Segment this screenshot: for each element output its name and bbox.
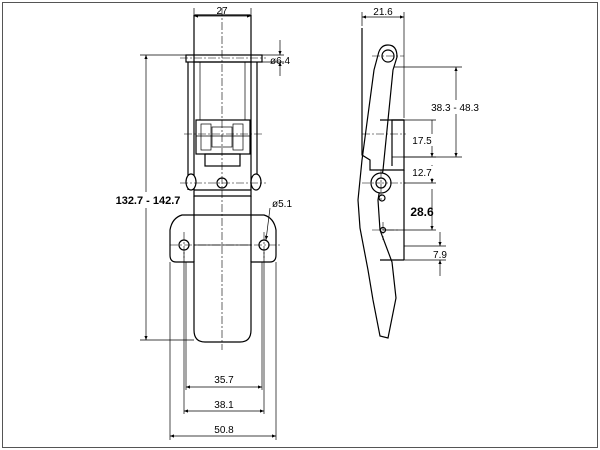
side-base-block <box>361 28 405 171</box>
dim-c: 28.6 <box>410 205 434 219</box>
dim-b: 12.7 <box>412 168 432 179</box>
side-dimensions: 21.6 38.3 - 48.3 17.5 12.7 28.6 7.9 <box>361 7 486 276</box>
dim-hole-top: ø6.4 <box>270 56 290 67</box>
front-rivet-left <box>185 173 197 191</box>
dim-a: 17.5 <box>412 136 432 147</box>
dim-hole-spacing-inner: 35.7 <box>214 375 234 386</box>
side-lever <box>357 44 398 339</box>
front-view <box>169 8 280 350</box>
front-top-pin <box>185 54 263 63</box>
front-dimensions: 27 ø6.4 132.7 - 142.7 ø5.1 35.7 38.1 50.… <box>103 6 292 440</box>
dim-width-top: 27 <box>216 6 228 17</box>
front-roller <box>195 119 251 155</box>
front-body-plate <box>193 189 252 197</box>
dim-hole-mount: ø5.1 <box>272 199 292 210</box>
dim-adjust-range: 38.3 - 48.3 <box>431 103 479 114</box>
dim-hole-spacing: 38.1 <box>214 400 234 411</box>
front-base-plate <box>169 214 277 343</box>
dim-overall-length: 132.7 - 142.7 <box>116 195 181 207</box>
side-view <box>357 28 406 339</box>
dim-base-width: 50.8 <box>214 425 234 436</box>
dim-depth: 21.6 <box>373 7 393 18</box>
front-rivet-right <box>250 173 262 191</box>
dim-d: 7.9 <box>433 250 447 261</box>
